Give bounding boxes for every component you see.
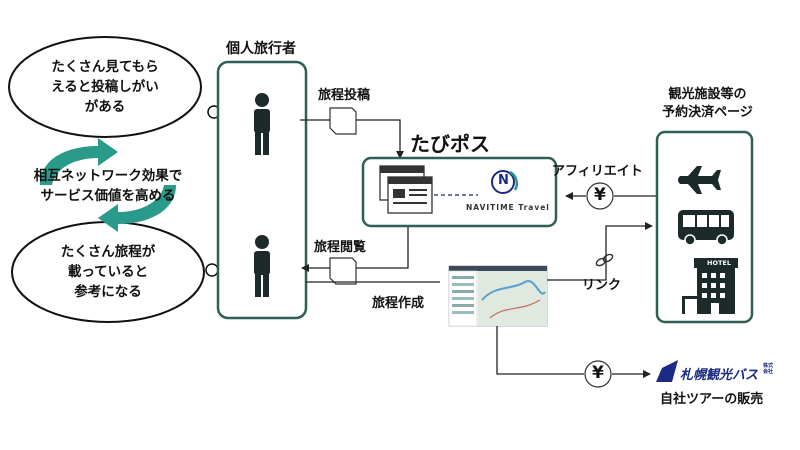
yen-coin-icon: [586, 182, 614, 210]
booking-label-line: 観光施設等の: [668, 87, 747, 102]
chain-link-icon: [595, 253, 614, 267]
bus-company-logo-icon: [656, 360, 678, 382]
route-map-thumbnail: [448, 265, 548, 327]
thought-dot: [205, 263, 219, 277]
bubble-line: がある: [84, 99, 126, 115]
browse-label: 旅程閲覧: [314, 240, 367, 255]
service-title: たびポス: [410, 132, 490, 156]
navitime-mark: N: [498, 173, 509, 188]
traveler-label: 個人旅行者: [226, 41, 296, 57]
airplane-icon: [678, 166, 721, 194]
bubble-top: [8, 36, 202, 138]
bus-company-small-line: 会社: [763, 369, 774, 375]
yen-symbol: ¥: [594, 185, 606, 205]
bubble-line: 参考になる: [74, 284, 142, 300]
bubble-line: たくさん旅程が: [60, 244, 156, 260]
bus-company-small: 株式 会社: [763, 363, 773, 375]
hotel-icon: [682, 258, 738, 314]
own-tour-label: 自社ツアーの販売: [660, 392, 764, 407]
navitime-logo-icon: [491, 170, 515, 194]
person-icon: [254, 235, 270, 297]
bubble-line: えると投稿しがい: [51, 79, 159, 95]
affiliate-label: アフィリエイト: [552, 164, 643, 179]
bubble-middle-text: 相互ネットワーク効果で サービス価値を高める: [18, 166, 198, 206]
bus-company-name: 札幌観光バス: [680, 368, 759, 383]
link-arrow: [547, 222, 653, 281]
person-icon: [254, 93, 270, 155]
bubble-bottom-text: たくさん旅程が 載っていると 参考になる: [28, 242, 188, 302]
link-label: リンク: [582, 278, 622, 293]
booking-label: 観光施設等の 予約決済ページ: [660, 86, 755, 122]
create-label: 旅程作成: [372, 296, 425, 311]
bubble-line: たくさん見てもら: [51, 59, 159, 75]
document-icon: [329, 257, 357, 285]
bus-company-small-line: 株式: [763, 363, 774, 369]
yen-coin-icon: [584, 360, 612, 388]
browser-window-icon: [379, 165, 433, 214]
bus-icon: [678, 210, 734, 246]
hotel-sign: HOTEL: [707, 259, 731, 267]
cycle-arrows-icon: [40, 138, 176, 232]
traveler-box: [216, 60, 308, 320]
bubble-top-text: たくさん見てもら えると投稿しがい がある: [25, 57, 185, 117]
bubble-line: 載っていると: [67, 264, 149, 280]
bubble-line: 相互ネットワーク効果で: [33, 168, 183, 184]
bubble-line: サービス価値を高める: [40, 188, 176, 204]
document-icon: [329, 107, 357, 135]
post-arrow: [300, 119, 400, 158]
post-label: 旅程投稿: [318, 88, 371, 103]
sales-arrow: [496, 326, 650, 374]
browse-arrow: [302, 226, 409, 268]
navitime-label: NAVITIME Travel: [466, 203, 550, 212]
booking-label-line: 予約決済ページ: [662, 105, 753, 120]
yen-symbol: ¥: [592, 363, 604, 383]
navitime-swoosh: [509, 170, 519, 191]
